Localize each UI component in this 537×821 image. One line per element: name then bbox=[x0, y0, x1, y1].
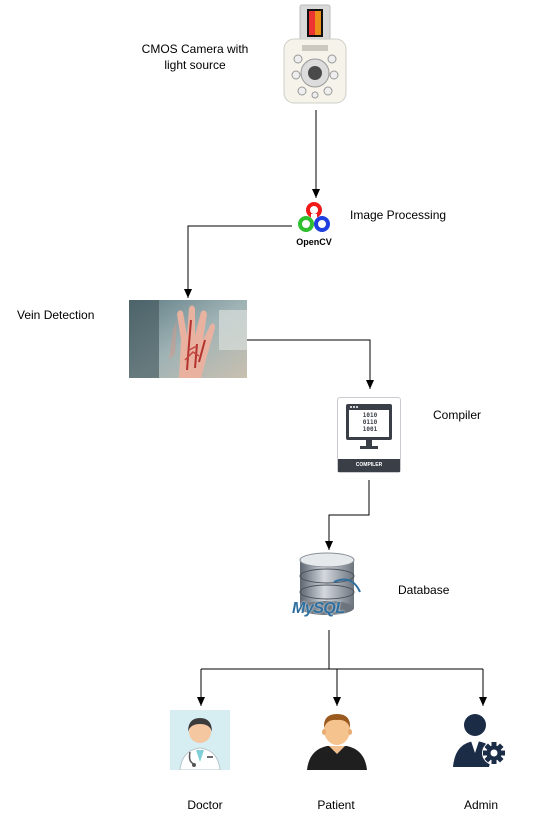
opencv-node: OpenCV bbox=[292, 202, 336, 247]
compiler-screen: 1010 0110 1001 bbox=[350, 412, 390, 433]
compiler-bits-2: 0110 bbox=[362, 419, 378, 426]
admin-node bbox=[449, 709, 512, 771]
doctor-label: Doctor bbox=[187, 798, 223, 812]
arrow-vein-to-compiler bbox=[247, 339, 374, 389]
admin-label: Admin bbox=[463, 798, 498, 812]
patient-icon bbox=[307, 714, 367, 770]
compiler-bits-1: 1010 bbox=[362, 412, 378, 419]
compiler-monitor-icon bbox=[346, 404, 392, 449]
arrow-compiler-to-database bbox=[325, 480, 370, 550]
hand-vein-image bbox=[129, 300, 247, 378]
opencv-logo-text: OpenCV bbox=[296, 237, 332, 247]
compiler-label: Compiler bbox=[433, 408, 482, 422]
compiler-badge: COMPILER bbox=[338, 459, 400, 472]
camera-node bbox=[280, 3, 350, 112]
compiler-bits-3: 1001 bbox=[362, 426, 378, 433]
mysql-logo-text: MySQL bbox=[292, 600, 345, 617]
opencv-logo-icon bbox=[298, 202, 330, 232]
patient-node bbox=[305, 708, 369, 772]
vein-label: Vein Detection bbox=[17, 308, 95, 322]
patient-label: Patient bbox=[317, 798, 355, 812]
database-icon bbox=[299, 552, 361, 615]
doctor-icon bbox=[179, 718, 221, 771]
database-node: MySQL bbox=[290, 552, 368, 628]
camera-label: CMOS Camera with light source bbox=[135, 41, 255, 73]
opencv-label: Image Processing bbox=[350, 208, 447, 222]
database-label: Database bbox=[398, 583, 450, 597]
compiler-badge-text: COMPILER bbox=[355, 462, 383, 468]
admin-gear-icon bbox=[453, 714, 506, 767]
camera-label-line2: light source bbox=[164, 58, 226, 72]
camera-label-line1: CMOS Camera with bbox=[141, 42, 249, 56]
doctor-node bbox=[170, 710, 230, 771]
arrow-opencv-to-vein bbox=[184, 225, 292, 298]
vein-node bbox=[129, 300, 247, 378]
camera-module-icon bbox=[283, 4, 347, 104]
compiler-node: COMPILER 1010 0110 1001 bbox=[337, 397, 401, 473]
